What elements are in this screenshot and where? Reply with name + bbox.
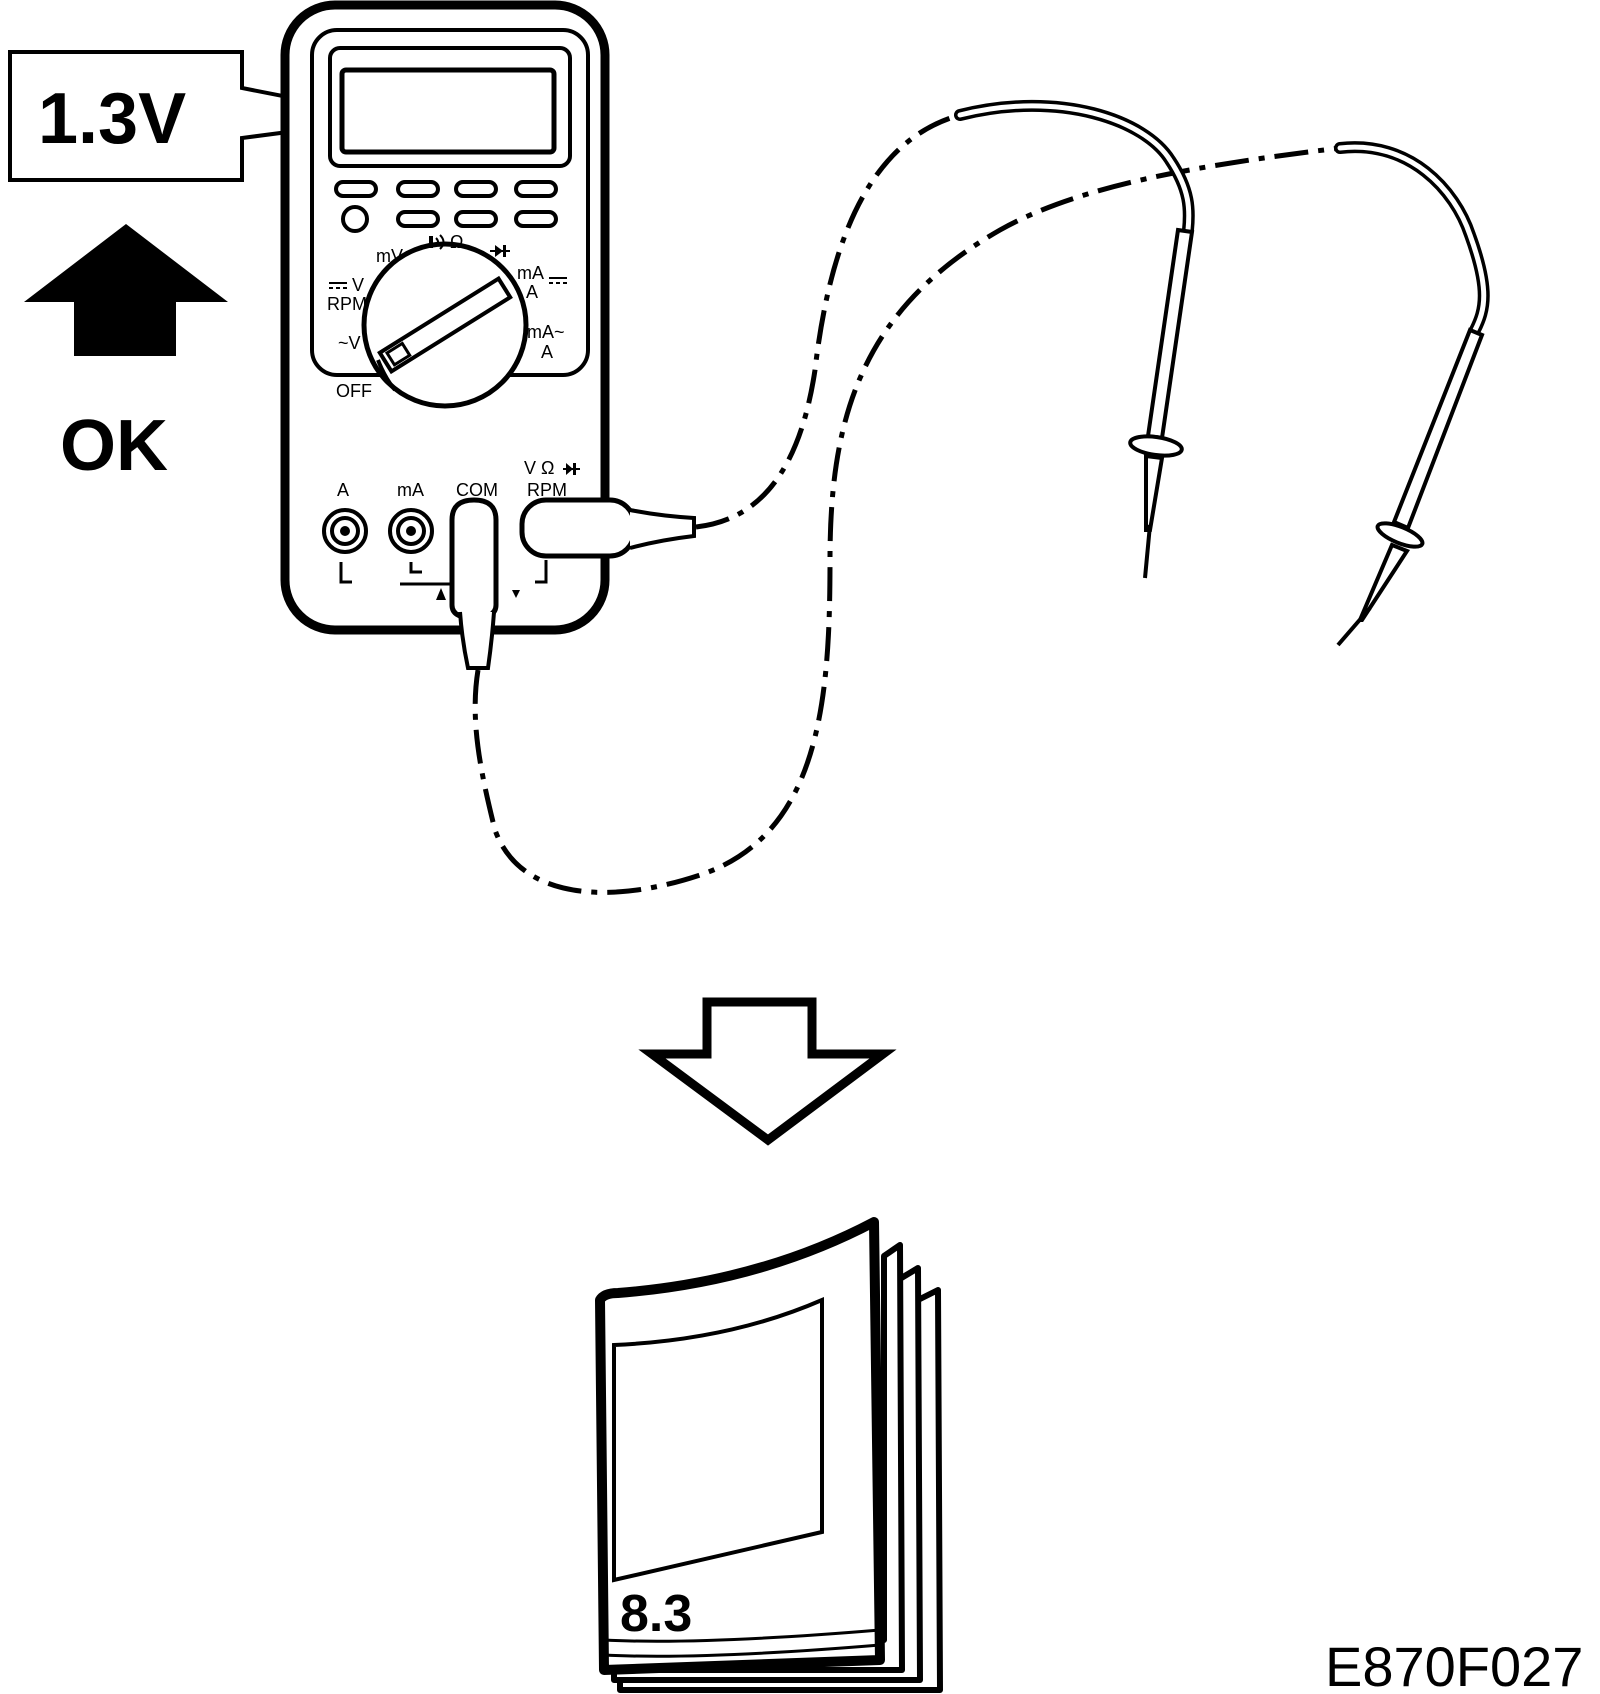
reading-value: 1.3V: [38, 79, 186, 159]
dial-label-ma-ac: mA~: [527, 322, 565, 342]
figure-code: E870F027: [1325, 1635, 1583, 1694]
manual-book-icon: 8.3: [595, 1217, 943, 1693]
jack-ma: [388, 508, 434, 554]
diode-icon: [490, 245, 510, 257]
diode-jack-icon: [563, 463, 580, 475]
dial-label-dc-v: V: [352, 275, 364, 295]
dial-label-ac-v: ~V: [338, 333, 361, 353]
jack-label-vohm: V Ω: [524, 458, 554, 478]
com-test-lead: [449, 141, 1490, 895]
dial-label-a-ac: A: [541, 342, 553, 362]
jack-a: [322, 508, 368, 554]
dc-symbol-left: [329, 282, 347, 289]
lcd-display: [328, 46, 572, 168]
jack-label-rpm: RPM: [527, 480, 567, 500]
jack-label-ma: mA: [397, 480, 424, 500]
dial-label-mv: mV: [376, 246, 403, 266]
vohm-test-lead: [519, 99, 1195, 579]
reading-callout: 1.3V: [8, 50, 396, 182]
dc-symbol-right: [549, 277, 567, 284]
dial-label-off: OFF: [336, 381, 372, 401]
dial-label-ohm: Ω: [450, 232, 463, 252]
dial-label-continuity-ohm: Ω: [429, 232, 463, 252]
dial-label-rpm: RPM: [327, 294, 367, 314]
ok-label: OK: [60, 406, 168, 486]
jack-label-a: A: [337, 480, 349, 500]
multimeter: mV Ω V RPM ~V OFF mA A mA~ A: [280, 0, 610, 635]
manual-section-number: 8.3: [620, 1585, 692, 1643]
function-buttons: [334, 180, 558, 233]
rotary-selector: [361, 241, 529, 409]
down-arrow-icon: [638, 997, 897, 1146]
jack-label-com: COM: [456, 480, 498, 500]
dial-label-ma-dc: mA: [517, 263, 544, 283]
dial-label-a-dc: A: [526, 282, 538, 302]
up-arrow-icon: [24, 224, 228, 356]
